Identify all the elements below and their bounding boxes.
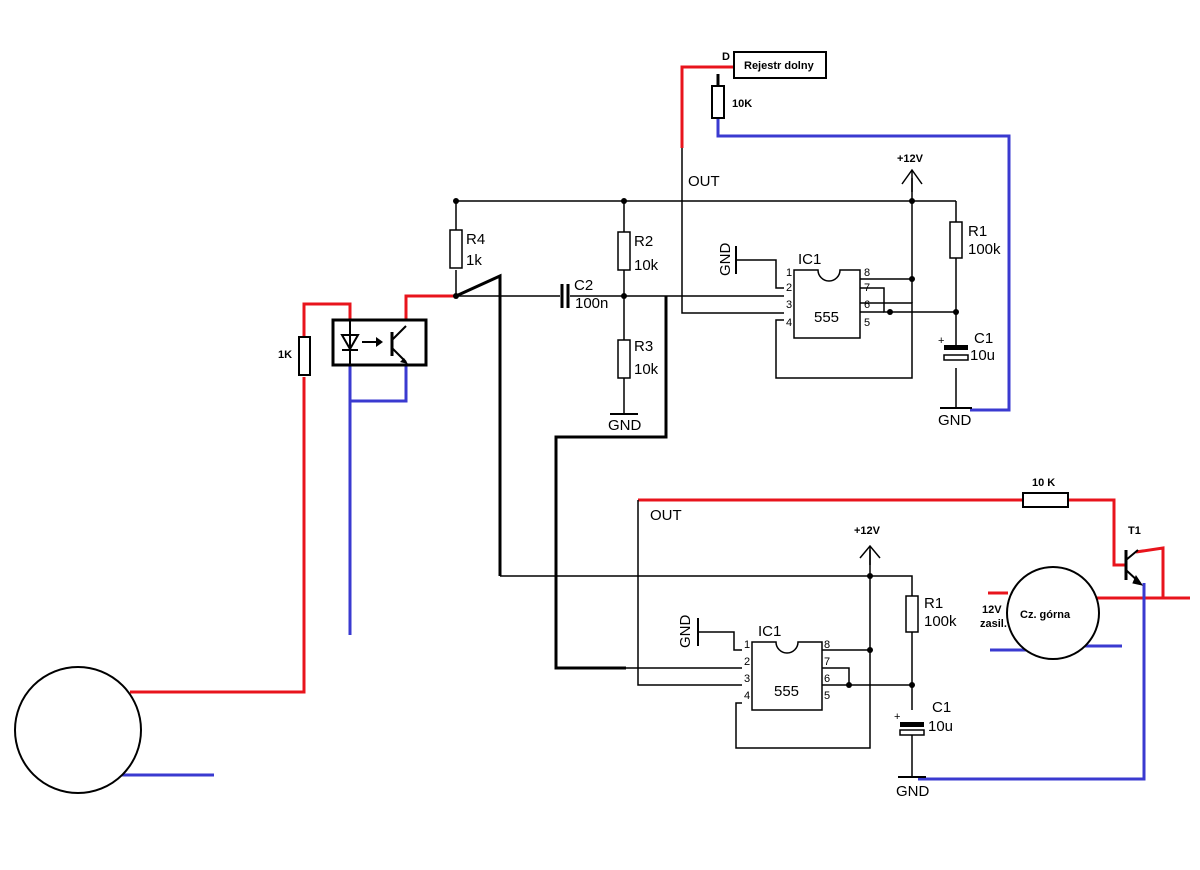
- sensor-red-wire: [130, 377, 306, 694]
- bottom-ic-pin5: 5: [824, 690, 830, 702]
- register-label: Rejestr dolny: [744, 60, 815, 72]
- register-box: [733, 51, 827, 79]
- top-c1-gnd-label: GND: [938, 412, 972, 429]
- bottom-r1-value: 100k: [924, 613, 957, 630]
- register-gnd-blue-wire: [716, 117, 1011, 412]
- top-r1-name: R1: [968, 223, 987, 240]
- bottom-c1-name: C1: [932, 699, 951, 716]
- top-c1-capacitor: +: [938, 335, 969, 361]
- bottom-ic-pin3: 3: [744, 673, 750, 685]
- r3-gnd-label: GND: [608, 417, 642, 434]
- c2-name: C2: [574, 277, 593, 294]
- bottom-c1-value: 10u: [928, 718, 953, 735]
- top-ic-pin1: 1: [786, 267, 792, 279]
- top-wires: [455, 148, 957, 414]
- motor-label: Cz. górna: [1020, 609, 1071, 621]
- junction-dots: [453, 198, 959, 688]
- bottom-supply-arrow: [859, 544, 881, 565]
- r4-value: 1k: [466, 252, 482, 269]
- register-resistor-label: 10K: [732, 98, 752, 110]
- bottom-wires: [500, 500, 913, 776]
- top-c1-name: C1: [974, 330, 993, 347]
- opto-resistor-label: 1K: [278, 349, 292, 361]
- motor-gnd-blue-wire: [918, 583, 1146, 781]
- c2-value: 100n: [575, 295, 608, 312]
- c2-capacitor: [560, 284, 570, 308]
- top-ic-pin2: 2: [786, 282, 792, 294]
- blue-wires: [122, 117, 1146, 781]
- top-ic-pin8: 8: [864, 267, 870, 279]
- motor-supply-line1: 12V: [982, 604, 1002, 616]
- svg-text:+: +: [938, 335, 944, 347]
- opto-output-red-wire: [404, 294, 456, 320]
- top-out-label: OUT: [688, 173, 720, 190]
- bottom-ic-gnd-label: GND: [677, 615, 694, 649]
- bottom-ic-part: 555: [774, 683, 799, 700]
- t1-transistor: [1124, 549, 1144, 586]
- r4-resistor: [449, 229, 463, 269]
- r3-name: R3: [634, 338, 653, 355]
- optocoupler: [331, 318, 428, 367]
- motor: [1006, 566, 1100, 660]
- bottom-r1-resistor: [905, 595, 919, 633]
- bottom-c1-capacitor: +: [894, 711, 925, 736]
- t1-base-red-wire: [1068, 498, 1126, 567]
- top-c1-value: 10u: [970, 347, 995, 364]
- bottom-ic-name: IC1: [758, 623, 781, 640]
- r3-resistor: [617, 339, 631, 379]
- svg-text:+: +: [894, 711, 900, 723]
- motor-supply-line2: zasil.: [980, 618, 1007, 630]
- sensor-coil: [14, 666, 142, 794]
- bottom-ic-pin8: 8: [824, 639, 830, 651]
- bottom-out-label: OUT: [650, 507, 682, 524]
- bottom-resistor-label: 10 K: [1032, 477, 1055, 489]
- opto-out-blue-wire: [350, 365, 408, 403]
- r2-value: 10k: [634, 257, 659, 274]
- red-wires: [130, 65, 1190, 694]
- top-supply-arrow: [901, 168, 923, 192]
- top-ic-pin3: 3: [786, 299, 792, 311]
- thick-wires: [455, 74, 720, 670]
- top-r1-resistor: [949, 221, 963, 259]
- t1-label: T1: [1128, 525, 1141, 537]
- r3-value: 10k: [634, 361, 659, 378]
- top-ic-gnd-label: GND: [717, 243, 734, 277]
- top-ic-part: 555: [814, 309, 839, 326]
- bottom-supply-label: +12V: [854, 525, 881, 537]
- bottom-c1-gnd-label: GND: [896, 783, 930, 800]
- t1-collector-red-wire: [1135, 546, 1165, 598]
- bottom-r1-name: R1: [924, 595, 943, 612]
- top-ic-pin7: 7: [864, 282, 870, 294]
- top-ic-pin5: 5: [864, 317, 870, 329]
- top-ic-name: IC1: [798, 251, 821, 268]
- bottom-ic-pin6: 6: [824, 673, 830, 685]
- bottom-ic-pin1: 1: [744, 639, 750, 651]
- top-ic-pin6: 6: [864, 299, 870, 311]
- r2-name: R2: [634, 233, 653, 250]
- top-ic-pin4: 4: [786, 317, 792, 329]
- register-resistor: [711, 85, 725, 119]
- bottom-ic-pin2: 2: [744, 656, 750, 668]
- top-ic-body: [793, 269, 861, 339]
- register-red-wire: [680, 65, 734, 148]
- top-supply-label: +12V: [897, 153, 924, 165]
- opto-input-red-wire: [302, 302, 352, 337]
- bottom-resistor: [1022, 492, 1069, 508]
- r2-resistor: [617, 231, 631, 271]
- opto-resistor: [298, 336, 311, 376]
- bottom-ic-pin4: 4: [744, 690, 750, 702]
- bottom-ic-pin7: 7: [824, 656, 830, 668]
- bottom-ic-body: [751, 641, 823, 711]
- register-pin-label: D: [722, 51, 730, 63]
- top-r1-value: 100k: [968, 241, 1001, 258]
- r4-name: R4: [466, 231, 485, 248]
